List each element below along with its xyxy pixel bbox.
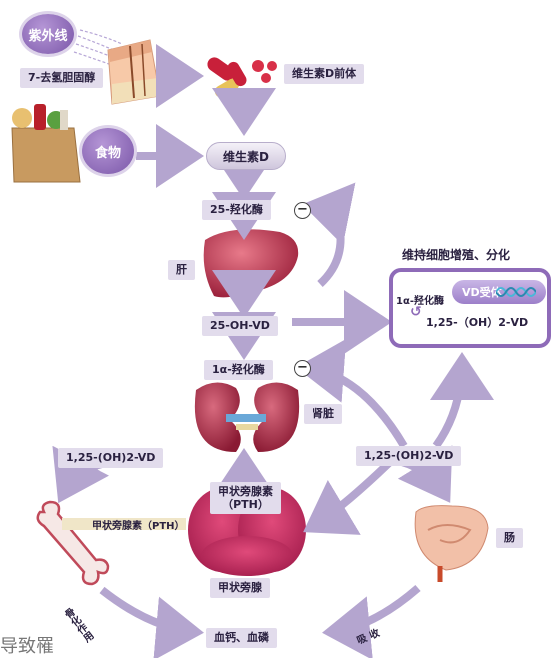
- inhibit-icon-1a: −: [294, 360, 311, 377]
- dehydrocholesterol-label: 7-去氢胆固醇: [20, 68, 103, 88]
- liver-illustration: [204, 229, 298, 297]
- cell-box-title: 维持细胞增殖、分化: [402, 246, 510, 263]
- dna-icon: [496, 282, 536, 302]
- pth-center-line1: 甲状旁腺素: [218, 485, 273, 498]
- uv-bubble: 紫外线: [22, 14, 74, 54]
- cell-product-label: 1,25-（OH）2-VD: [426, 314, 528, 330]
- food-bubble: 食物: [82, 128, 134, 174]
- skin-illustration: [108, 40, 160, 104]
- liver-label: 肝: [168, 260, 195, 280]
- hydroxylase1a-label: 1α-羟化酶: [204, 360, 273, 380]
- pth-bone-label: 甲状旁腺素（PTH）: [92, 517, 185, 532]
- ohvd25-label: 25-OH-VD: [202, 316, 278, 336]
- intestine-illustration: [415, 506, 488, 582]
- cell-curl-icon: ↺: [410, 304, 422, 320]
- watermark-text: 导致罹: [0, 632, 54, 658]
- vitd-precursor-label: 维生素D前体: [284, 64, 364, 84]
- kidney-illustration: [195, 382, 299, 452]
- calcitriol-right-label: 1,25-(OH)2-VD: [356, 446, 461, 466]
- kidney-label: 肾脏: [304, 404, 342, 424]
- vitd-pill: 维生素D: [206, 142, 286, 170]
- pth-center-label: 甲状旁腺素 （PTH）: [210, 482, 281, 514]
- hydroxylase25-label: 25-羟化酶: [202, 200, 271, 220]
- calcitriol-left-label: 1,25-(OH)2-VD: [58, 448, 163, 468]
- bone-illustration: [38, 502, 108, 584]
- molecule-illustration: [205, 55, 277, 107]
- pth-center-line2: （PTH）: [222, 498, 269, 511]
- intestine-label: 肠: [496, 528, 523, 548]
- inhibit-icon-25: −: [294, 202, 311, 219]
- food-bag-illustration: [12, 104, 80, 182]
- blood-label: 血钙、血磷: [206, 628, 277, 648]
- parathyroid-label: 甲状旁腺: [210, 578, 270, 598]
